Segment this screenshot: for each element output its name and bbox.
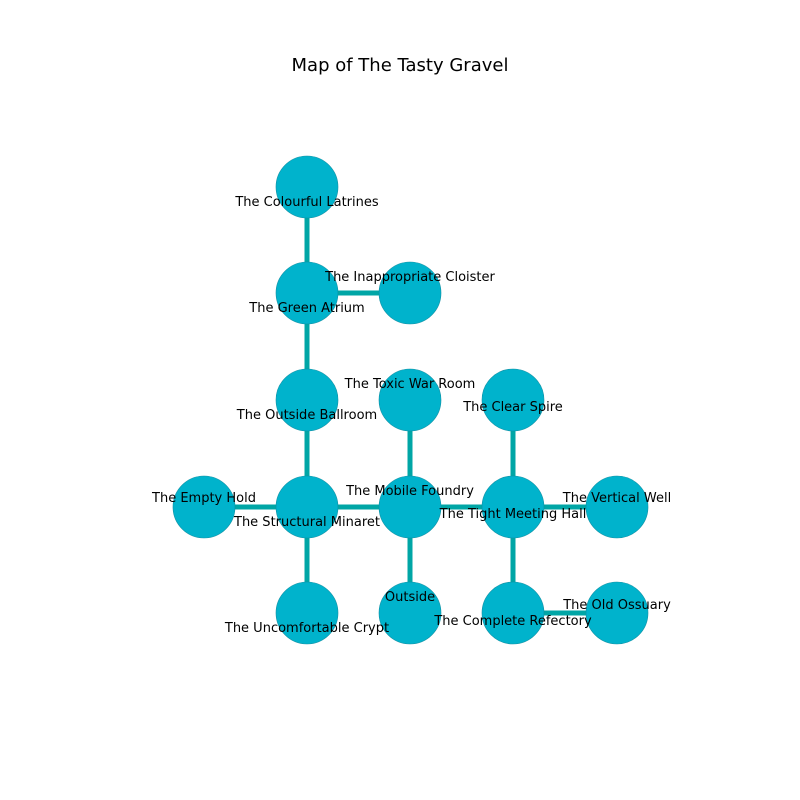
room-node-clear-spire bbox=[481, 368, 545, 432]
room-label-uncomfortable-crypt: The Uncomfortable Crypt bbox=[224, 621, 389, 636]
room-label-green-atrium: The Green Atrium bbox=[248, 301, 364, 316]
room-node-colourful-latrines bbox=[275, 155, 339, 219]
room-node-uncomfortable-crypt bbox=[275, 581, 339, 645]
room-node-outside-ballroom bbox=[275, 368, 339, 432]
room-node-tight-meeting-hall bbox=[481, 475, 545, 539]
room-label-colourful-latrines: The Colourful Latrines bbox=[234, 195, 379, 210]
room-label-complete-refectory: The Complete Refectory bbox=[433, 614, 592, 629]
room-label-inappropriate-cloister: The Inappropriate Cloister bbox=[324, 270, 495, 285]
rooms-layer bbox=[172, 155, 649, 645]
room-node-toxic-war-room bbox=[378, 368, 442, 432]
room-node-mobile-foundry bbox=[378, 475, 442, 539]
room-label-empty-hold: The Empty Hold bbox=[151, 491, 256, 506]
room-label-clear-spire: The Clear Spire bbox=[462, 400, 563, 415]
map-title: Map of The Tasty Gravel bbox=[291, 55, 509, 76]
room-label-structural-minaret: The Structural Minaret bbox=[233, 515, 380, 530]
room-node-vertical-well bbox=[585, 475, 649, 539]
room-label-outside-ballroom: The Outside Ballroom bbox=[236, 408, 377, 423]
room-node-empty-hold bbox=[172, 475, 236, 539]
room-label-vertical-well: The Vertical Well bbox=[562, 491, 671, 506]
room-label-mobile-foundry: The Mobile Foundry bbox=[345, 484, 474, 499]
room-node-complete-refectory bbox=[481, 581, 545, 645]
room-label-toxic-war-room: The Toxic War Room bbox=[344, 377, 476, 392]
room-label-old-ossuary: The Old Ossuary bbox=[562, 598, 671, 613]
room-node-old-ossuary bbox=[585, 581, 649, 645]
room-label-outside: Outside bbox=[385, 590, 435, 605]
room-node-outside bbox=[378, 581, 442, 645]
room-node-inappropriate-cloister bbox=[378, 261, 442, 325]
room-node-green-atrium bbox=[275, 261, 339, 325]
room-node-structural-minaret bbox=[275, 475, 339, 539]
room-label-tight-meeting-hall: The Tight Meeting Hall bbox=[439, 507, 587, 522]
